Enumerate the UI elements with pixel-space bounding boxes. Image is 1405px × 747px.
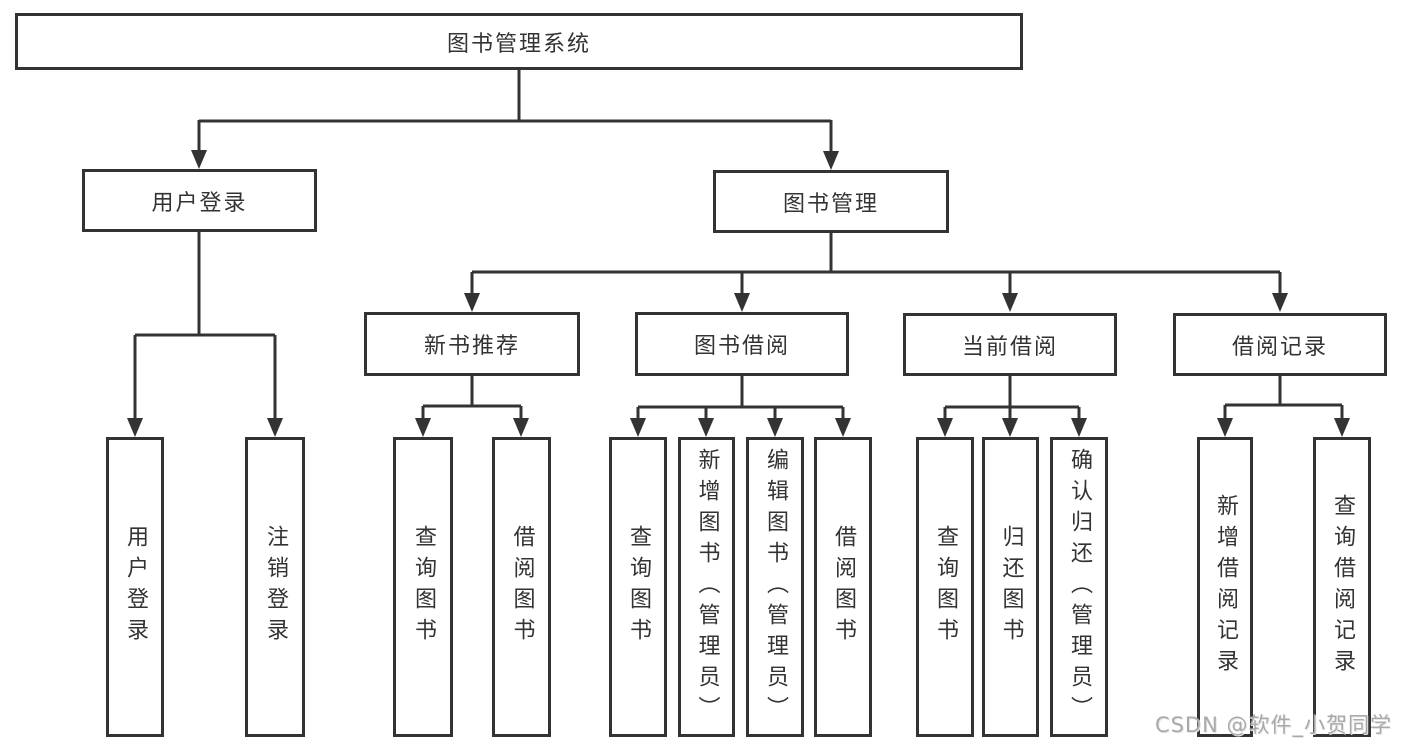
- leaf-borrow-book: 借阅图书: [814, 437, 872, 737]
- node-book-borrow: 图书借阅: [635, 312, 849, 376]
- leaf-return-book: 归还图书: [982, 437, 1039, 737]
- node-new-book-recommend: 新书推荐: [364, 312, 580, 376]
- leaf-query-book-borrow: 查询图书: [609, 437, 667, 737]
- leaf-edit-book-admin: 编辑图书（管理员）: [746, 437, 804, 737]
- leaf-query-borrow-record: 查询借阅记录: [1313, 437, 1371, 737]
- leaf-borrow-book-recommend: 借阅图书: [492, 437, 551, 737]
- leaf-add-book-admin: 新增图书（管理员）: [678, 437, 735, 737]
- node-book-management: 图书管理: [713, 170, 949, 233]
- node-user-login: 用户登录: [82, 169, 317, 232]
- node-current-borrow: 当前借阅: [903, 313, 1117, 376]
- node-root: 图书管理系统: [15, 13, 1023, 70]
- leaf-logout: 注销登录: [245, 437, 305, 737]
- csdn-watermark: CSDN @软件_小贺同学: [1154, 713, 1392, 737]
- leaf-add-borrow-record: 新增借阅记录: [1197, 437, 1253, 737]
- leaf-confirm-return-admin: 确认归还（管理员）: [1050, 437, 1108, 737]
- leaf-query-book-current: 查询图书: [916, 437, 974, 737]
- node-borrow-records: 借阅记录: [1173, 313, 1387, 376]
- leaf-query-book-recommend: 查询图书: [393, 437, 453, 737]
- leaf-user-login: 用户登录: [106, 437, 164, 737]
